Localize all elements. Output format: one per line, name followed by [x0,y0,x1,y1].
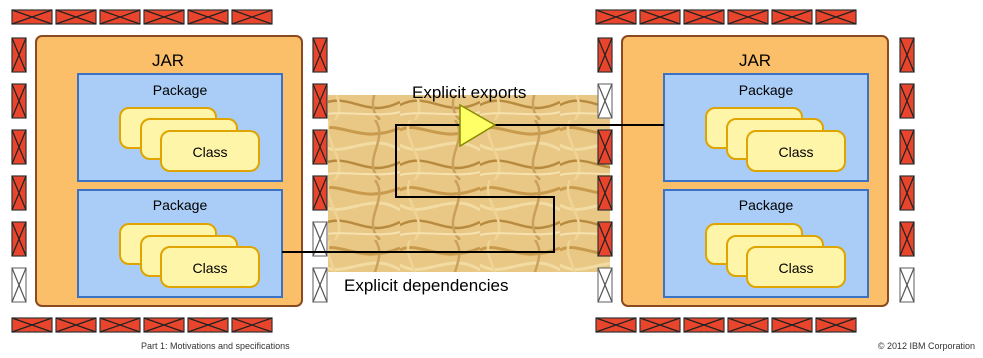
right-brick-side-right-cross [899,175,915,211]
right-brick-side-left-cross [597,129,613,165]
right-module-brick-wall [595,9,915,333]
right-brick-side-left-cross [597,83,613,119]
left-package-top: Package Class [77,73,283,182]
left-brick-top-cross [55,9,97,25]
right-bottom-class-label: Class [778,260,813,276]
right-package-bottom-label: Package [739,197,794,213]
left-brick-side-left-cross [11,83,27,119]
left-bottom-class-label: Class [192,260,227,276]
right-package-top: Package Class [663,73,869,182]
right-brick-top-cross [639,9,681,25]
left-brick-side-left-cross [11,37,27,73]
left-module-brick-wall [11,9,328,333]
left-brick-bottom-cross [11,317,53,333]
right-brick-side-right-cross [899,221,915,257]
left-brick-bottom-cross [55,317,97,333]
left-brick-side-right-cross [312,175,328,211]
left-bottom-class-card-front [160,246,260,288]
right-brick-side-left-cross [597,175,613,211]
left-brick-top-cross [231,9,273,25]
left-brick-top-cross [187,9,229,25]
left-brick-side-right-cross [312,37,328,73]
left-brick-side-left-cross [11,129,27,165]
left-brick-bottom-cross [187,317,229,333]
right-brick-bottom-cross [815,317,857,333]
dependencies-label: Explicit dependencies [344,276,508,295]
right-package-bottom: Package Class [663,189,869,298]
right-top-class-card-front [746,130,846,172]
right-brick-side-left-cross [597,221,613,257]
left-brick-top-cross [11,9,53,25]
left-brick-bottom-cross [231,317,273,333]
left-brick-side-right-cross [312,221,328,257]
footer-right-text: © 2012 IBM Corporation [877,341,975,351]
right-top-class-label: Class [778,144,813,160]
right-brick-side-right-cross [899,37,915,73]
right-brick-side-left-cross [597,267,613,303]
right-bottom-class-card-front [746,246,846,288]
right-brick-top-cross [815,9,857,25]
footer-left-text: Part 1: Motivations and specifications [141,341,290,351]
right-brick-side-right-cross [899,83,915,119]
right-brick-top-cross [727,9,769,25]
right-brick-bottom-cross [595,317,637,333]
right-jar: JAR Package Class Package Class [621,35,889,307]
left-brick-side-left-cross [11,267,27,303]
left-jar-label: JAR [152,51,184,70]
left-brick-bottom-cross [99,317,141,333]
left-brick-side-right-cross [312,83,328,119]
left-brick-top-cross [143,9,185,25]
right-jar-label: JAR [739,51,771,70]
left-brick-top-cross [99,9,141,25]
right-brick-side-right-cross [899,129,915,165]
left-package-bottom: Package Class [77,189,283,298]
right-brick-bottom-cross [771,317,813,333]
right-brick-bottom-cross [727,317,769,333]
left-brick-side-left-cross [11,175,27,211]
exports-label: Explicit exports [412,83,526,102]
right-brick-bottom-cross [683,317,725,333]
left-brick-side-right-cross [312,129,328,165]
left-jar: JAR Package Class Package Class [35,35,303,307]
left-brick-side-left-cross [11,221,27,257]
dependency-connector-line [282,124,555,253]
left-brick-bottom-cross [143,317,185,333]
left-package-bottom-label: Package [153,197,208,213]
right-brick-side-left-cross [597,37,613,73]
left-top-class-card-front [160,130,260,172]
left-brick-side-right-cross [312,267,328,303]
right-brick-bottom-cross [639,317,681,333]
right-brick-top-cross [771,9,813,25]
export-triangle-icon [459,103,497,148]
left-top-class-label: Class [192,144,227,160]
right-brick-top-cross [595,9,637,25]
right-brick-top-cross [683,9,725,25]
right-package-top-label: Package [739,82,794,98]
right-brick-side-right-cross [899,267,915,303]
left-package-top-label: Package [153,82,208,98]
